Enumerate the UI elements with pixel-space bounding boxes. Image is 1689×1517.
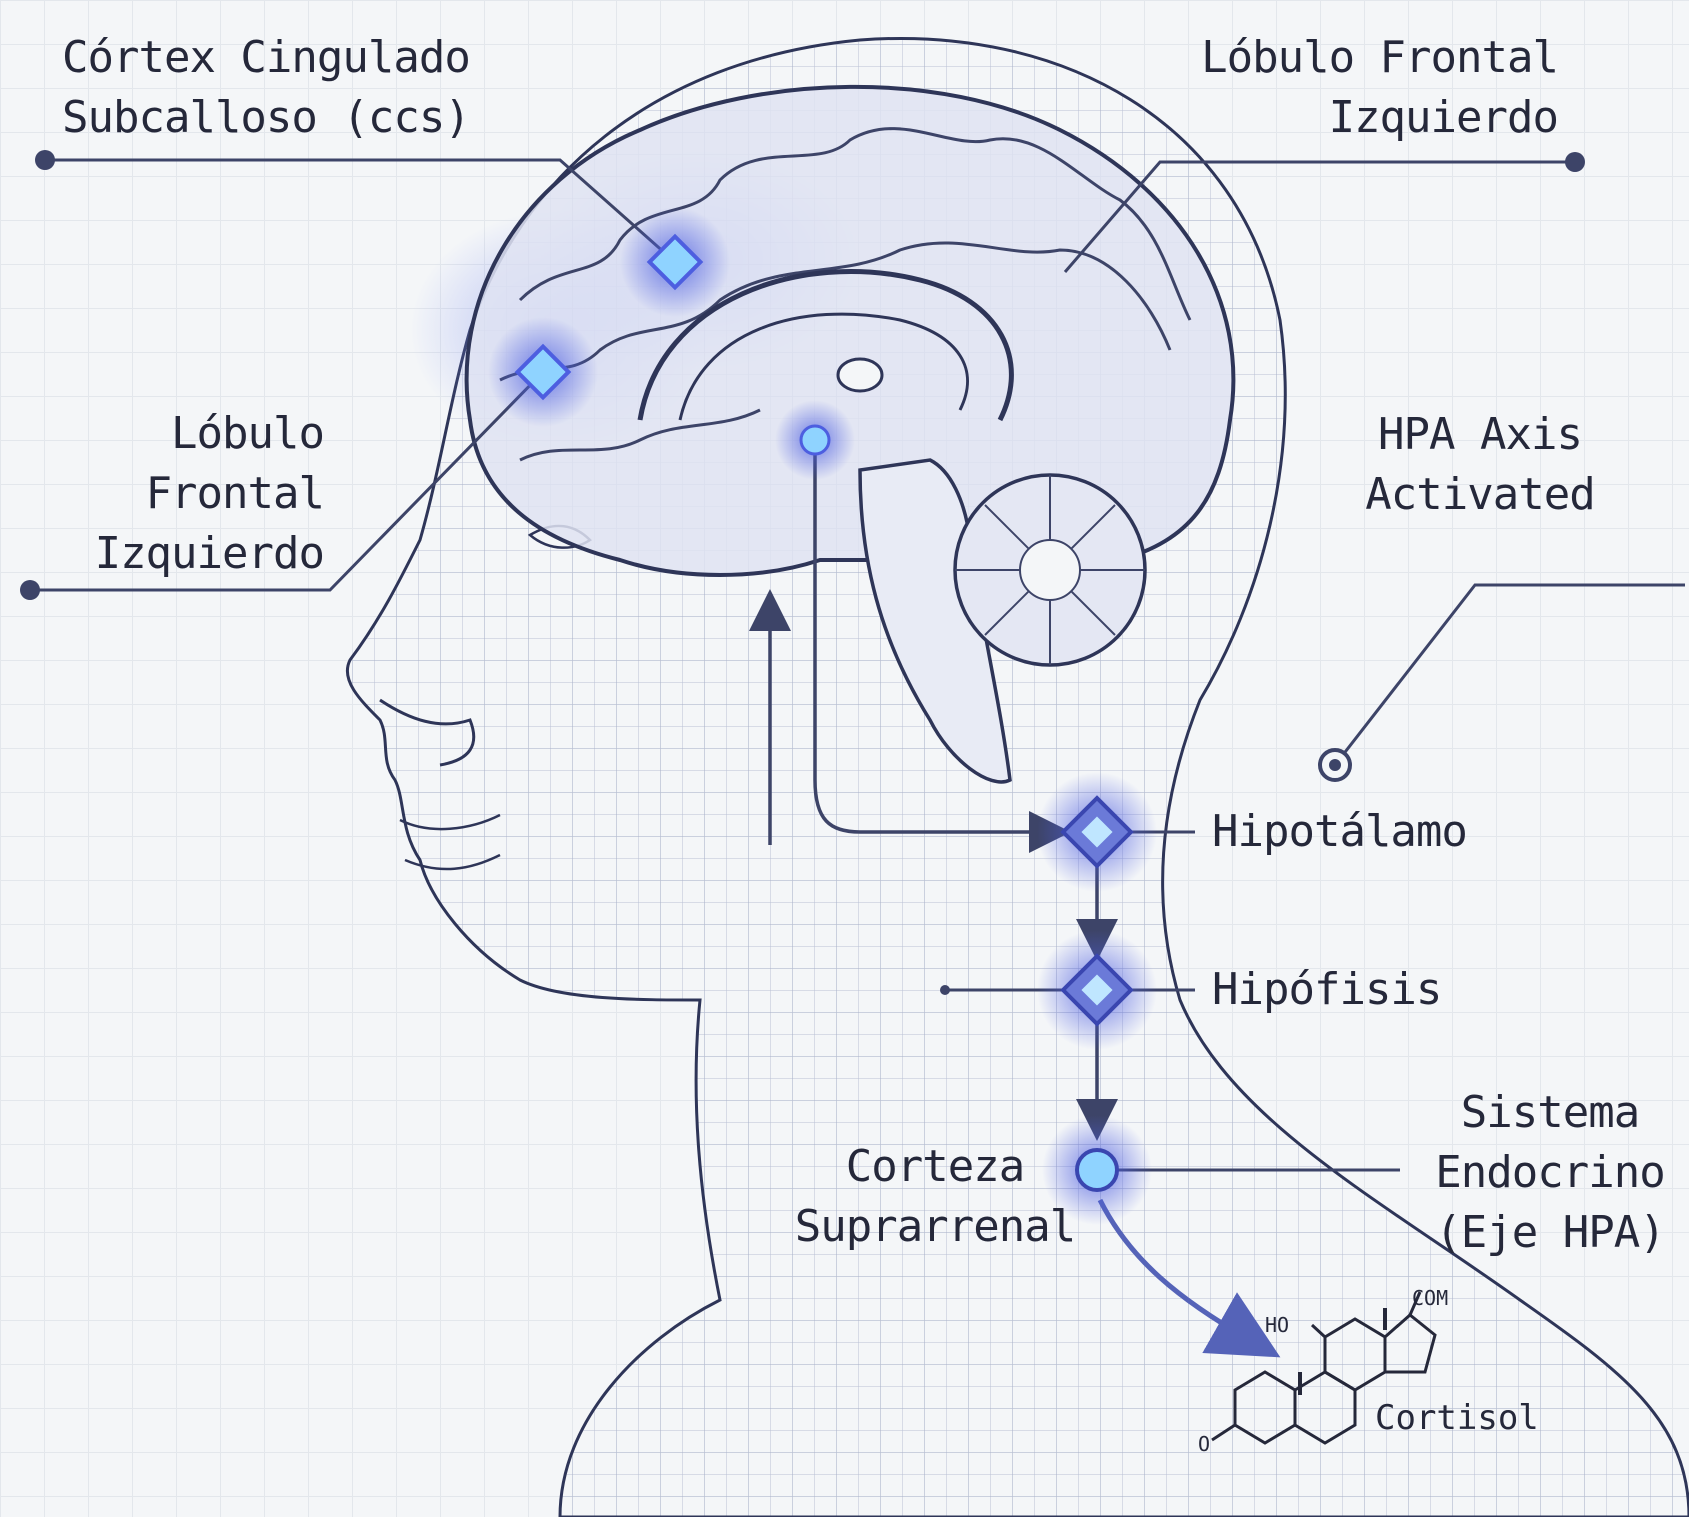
chem-o-label: O <box>1198 1432 1210 1456</box>
endpoint-dot-icon <box>1565 152 1585 172</box>
endpoint-dot-icon <box>35 150 55 170</box>
label-corteza-suprarrenal: Corteza Suprarrenal <box>790 1137 1080 1257</box>
node-cortex-cingulado <box>620 207 730 317</box>
label-lobulo-frontal-top: Lóbulo Frontal Izquierdo <box>1058 28 1558 148</box>
label-sistema-endocrino: Sistema Endocrino (Eje HPA) <box>1430 1083 1670 1263</box>
node-hipotalamo <box>1037 772 1157 892</box>
node-lobulo-frontal <box>488 317 598 427</box>
label-cortex-cingulado: Córtex Cingulado Subcalloso (ccs) <box>62 28 470 148</box>
chem-com-label: COM <box>1412 1286 1448 1310</box>
label-hipofisis: Hipófisis <box>1212 960 1441 1020</box>
label-cortisol: Cortisol <box>1375 1398 1539 1438</box>
label-hpa-axis: HPA Axis Activated <box>1340 405 1620 525</box>
label-lobulo-frontal-left: Lóbulo Frontal Izquierdo <box>60 404 324 584</box>
node-hipofisis <box>1037 930 1157 1050</box>
label-hipotalamo: Hipotálamo <box>1212 802 1467 862</box>
chem-ho-label: HO <box>1265 1313 1289 1337</box>
node-brain-center <box>775 400 855 480</box>
endpoint-dot-icon <box>20 580 40 600</box>
